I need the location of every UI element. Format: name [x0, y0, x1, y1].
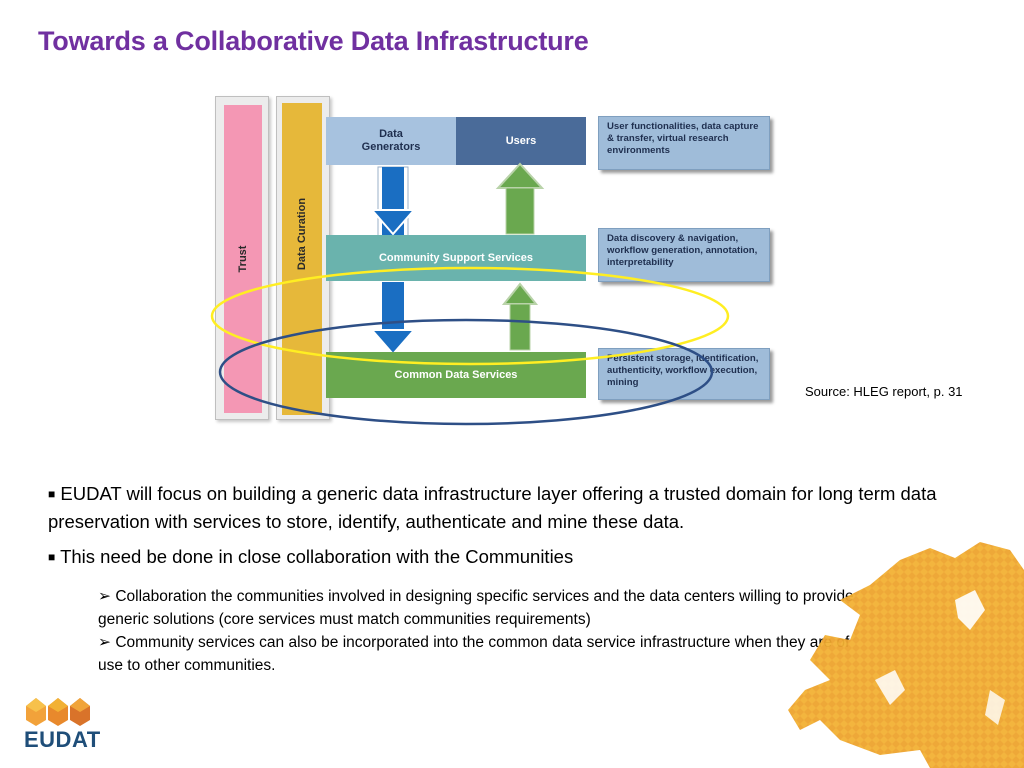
sub-bullet-text: Collaboration the communities involved i…: [98, 588, 854, 628]
square-bullet-icon: ■: [48, 550, 56, 564]
sub-bullets: ➢ Collaboration the communities involved…: [98, 585, 858, 677]
sub-bullet-item: ➢ Community services can also be incorpo…: [98, 631, 858, 677]
community-support-label: Community Support Services: [378, 252, 534, 264]
bullet-text: This need be done in close collaboration…: [60, 546, 574, 567]
highlight-ellipses: [210, 266, 730, 426]
eudat-logo-icon: [26, 698, 90, 726]
page-title: Towards a Collaborative Data Infrastruct…: [38, 26, 589, 56]
square-bullet-icon: ■: [48, 487, 56, 501]
europe-map-decoration: [788, 542, 1024, 768]
trust-bar: Trust: [224, 105, 262, 413]
blue-highlight-ellipse: [218, 318, 714, 426]
flow-arrows: [369, 162, 545, 356]
up-arrow-icon: [501, 282, 539, 351]
common-note: Persistent storage, identification, auth…: [598, 348, 770, 400]
bullet-text: EUDAT will focus on building a generic d…: [48, 483, 937, 532]
data-curation-column: Data Curation: [276, 96, 330, 420]
data-generators-box: Data Generators: [326, 117, 456, 165]
community-support-services-box: Community Support Services: [326, 235, 586, 281]
down-arrow-icon: [369, 282, 417, 356]
sub-bullet-item: ➢ Collaboration the communities involved…: [98, 585, 858, 631]
bullet-item: ■ EUDAT will focus on building a generic…: [48, 480, 978, 535]
data-generators-label: Data Generators: [361, 128, 421, 153]
arrowhead-bullet-icon: ➢: [98, 588, 111, 605]
trust-column: Trust: [215, 96, 269, 420]
source-caption: Source: HLEG report, p. 31: [805, 384, 963, 399]
down-arrow-icon: [369, 166, 417, 246]
eudat-logo-text: EUDAT: [24, 727, 101, 752]
community-note: Data discovery & navigation, workflow ge…: [598, 228, 770, 282]
sub-bullet-text: Community services can also be incorpora…: [98, 634, 850, 674]
bullet-item: ■ This need be done in close collaborati…: [48, 543, 978, 571]
up-arrow-icon: [495, 162, 545, 235]
users-label: Users: [505, 135, 537, 147]
data-curation-bar: Data Curation: [282, 103, 322, 415]
arrowhead-bullet-icon: ➢: [98, 634, 111, 651]
main-bullets: ■ EUDAT will focus on building a generic…: [48, 480, 978, 579]
common-data-label: Common Data Services: [394, 369, 518, 381]
users-note: User functionalities, data capture & tra…: [598, 116, 770, 170]
yellow-highlight-ellipse: [210, 266, 730, 366]
collaborative-infrastructure-diagram: Trust Data Curation Data Generators User…: [210, 92, 772, 428]
users-box: Users: [456, 117, 586, 165]
